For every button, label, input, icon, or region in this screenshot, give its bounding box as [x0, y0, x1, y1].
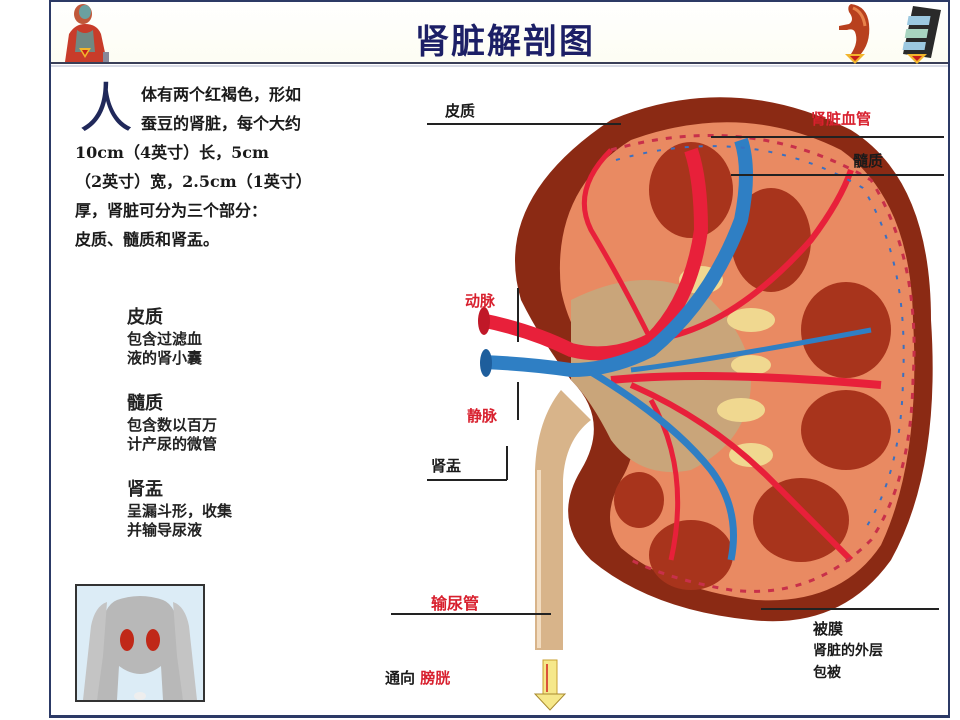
cortex-description: 皮质 包含过滤血 液的肾小囊 [127, 306, 202, 368]
medulla-heading: 髓质 [127, 393, 163, 414]
kidney-cross-section-diagram [391, 97, 944, 711]
capsule-desc-line: 肾脏的外层 [813, 643, 883, 659]
kidney-icon [833, 2, 877, 66]
slide: 肾脏解剖图 人 体有两个红褐色，形如 蚕豆的肾脏，每个大约 [49, 0, 950, 718]
description-line: 计产尿的微管 [127, 435, 218, 453]
label-renal-pelvis: 肾盂 [431, 457, 462, 475]
description-line: 并输导尿液 [127, 521, 203, 539]
capsule-desc-line: 包被 [813, 665, 841, 681]
to-bladder-prefix: 通向 [385, 669, 416, 687]
intro-line: 体有两个红褐色，形如 [141, 85, 302, 104]
label-renal-vessels: 肾脏血管 [811, 110, 872, 128]
label-artery: 动脉 [465, 292, 496, 310]
intro-line: （2英寸）宽，2.5cm（1英寸） [75, 172, 312, 191]
human-anatomy-icon [55, 2, 117, 64]
header-bar: 肾脏解剖图 [51, 0, 948, 67]
intro-line: 厚，肾脏可分为三个部分： [75, 201, 268, 220]
intro-line: 10cm（4英寸）长，5cm [75, 143, 269, 162]
intro-line: 皮质、髓质和肾盂。 [75, 230, 220, 249]
description-line: 液的肾小囊 [127, 349, 203, 367]
label-to-bladder: 通向 膀胱 [385, 667, 450, 688]
pelvis-description: 肾盂 呈漏斗形，收集 并输导尿液 [127, 478, 232, 540]
capsule-heading: 被膜 [813, 620, 844, 638]
description-line: 呈漏斗形，收集 [127, 502, 233, 520]
pelvis-heading: 肾盂 [127, 479, 163, 500]
to-bladder-target: 膀胱 [420, 669, 451, 687]
drop-cap: 人 [79, 77, 133, 140]
label-ureter: 输尿管 [431, 594, 480, 613]
intro-line: 蚕豆的肾脏，每个大约 [141, 114, 302, 133]
medulla-description: 髓质 包含数以百万 计产尿的微管 [127, 392, 217, 454]
description-line: 包含过滤血 [127, 330, 203, 348]
label-medulla: 髓质 [853, 152, 884, 170]
label-vein: 静脉 [467, 407, 498, 425]
page-title: 肾脏解剖图 [415, 22, 595, 62]
label-capsule: 被膜 肾脏的外层 包被 [813, 618, 883, 684]
body-location-thumbnail [75, 584, 205, 702]
cortex-heading: 皮质 [127, 307, 163, 328]
film-strip-icon [897, 2, 945, 66]
description-line: 包含数以百万 [127, 416, 218, 434]
intro-paragraph: 人 体有两个红褐色，形如 蚕豆的肾脏，每个大约 10cm（4英寸）长，5cm （… [75, 80, 395, 254]
label-cortex: 皮质 [445, 102, 476, 120]
